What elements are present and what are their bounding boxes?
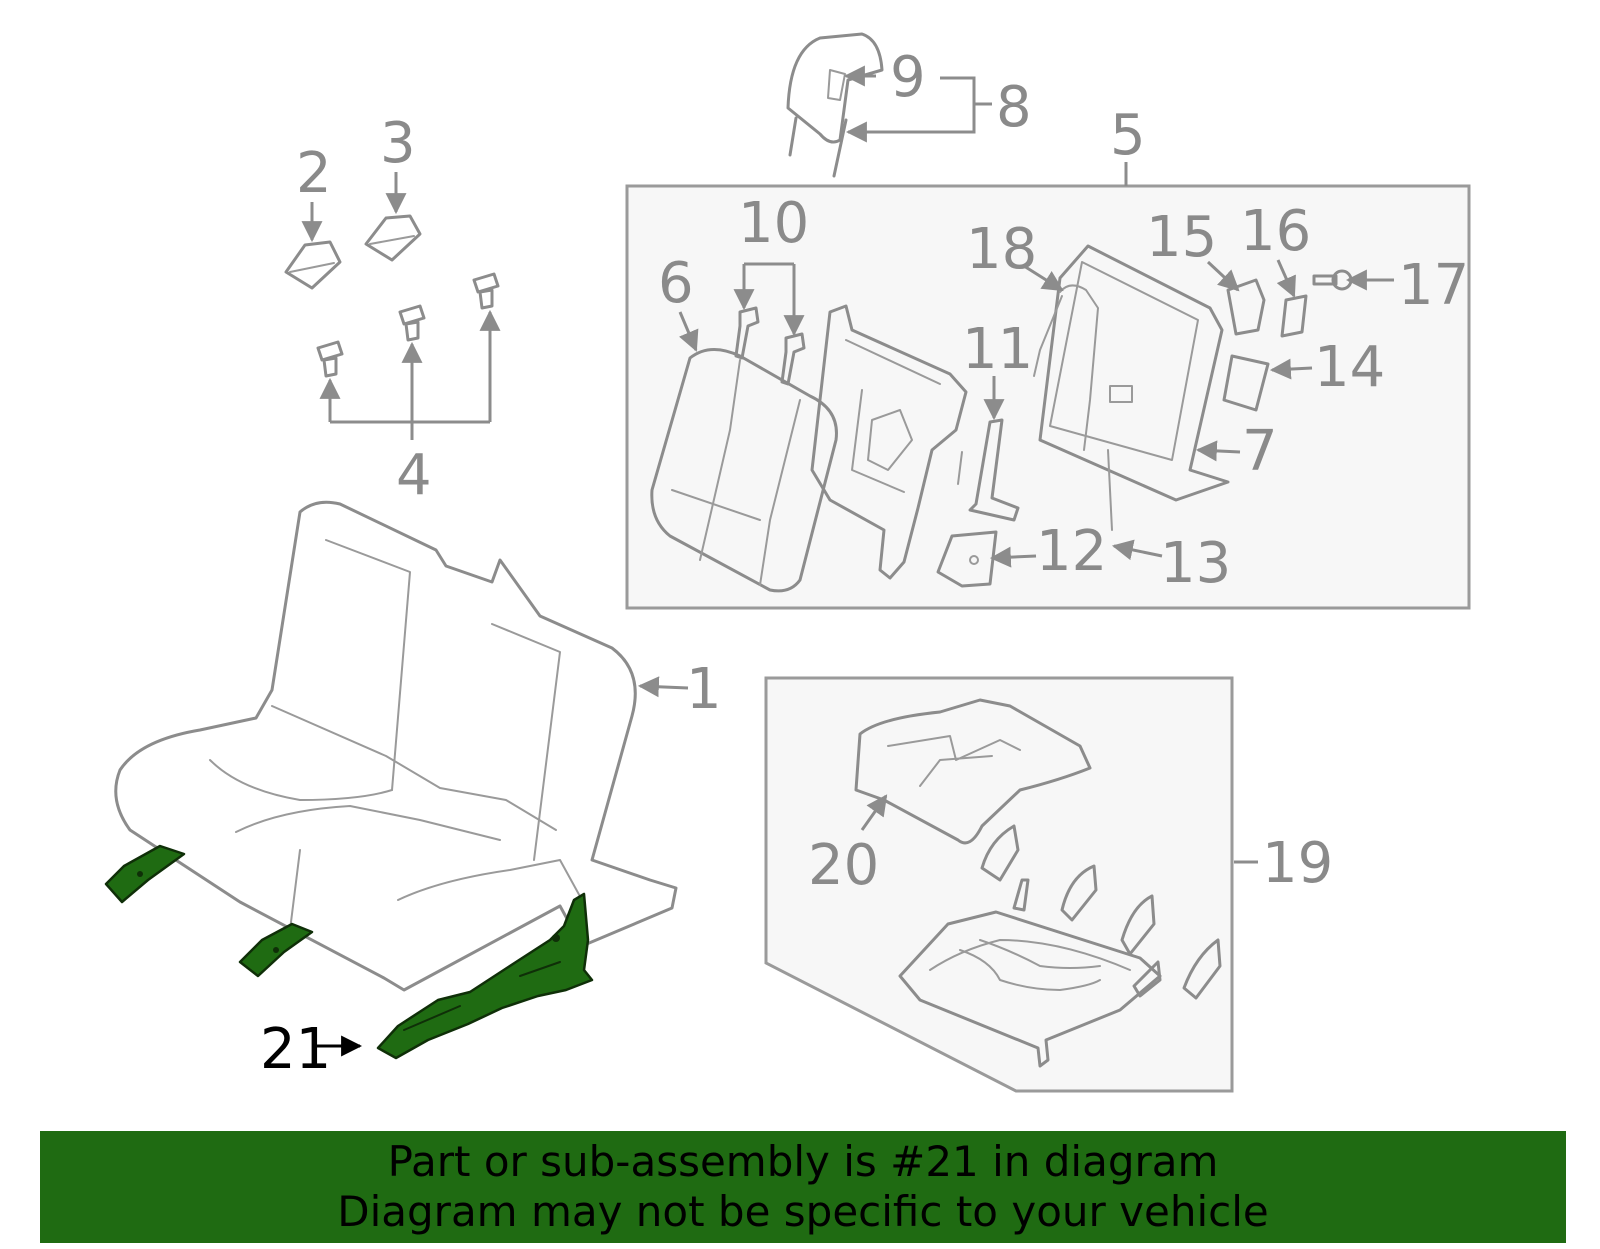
headrest-part xyxy=(786,32,884,178)
callout-16: 16 xyxy=(1240,199,1311,264)
callout-4: 4 xyxy=(396,443,432,508)
guide-part-12 xyxy=(936,530,998,588)
cushion-frame-part xyxy=(898,824,1222,1068)
callout-5: 5 xyxy=(1110,103,1146,168)
callout-3: 3 xyxy=(380,111,416,176)
clip-part-15 xyxy=(1226,278,1266,336)
banner-line-part-number: Part or sub-assembly is #21 in diagram xyxy=(387,1137,1219,1186)
callout-12: 12 xyxy=(1036,519,1107,584)
clip-part-14 xyxy=(1222,354,1270,412)
callout-14: 14 xyxy=(1314,335,1385,400)
highlighted-part-21 xyxy=(104,844,594,1060)
callout-15: 15 xyxy=(1146,205,1217,270)
callout-7: 7 xyxy=(1242,419,1278,484)
callout-11: 11 xyxy=(962,317,1033,382)
callout-10: 10 xyxy=(738,191,809,256)
clip-part-16 xyxy=(1280,294,1308,338)
bracket-part-11 xyxy=(968,418,1020,522)
seatback-frame-part xyxy=(810,304,968,580)
rear-seat-part xyxy=(114,500,678,992)
callout-labels: 1 2 3 4 5 6 7 8 9 10 11 12 13 14 15 16 1… xyxy=(260,45,1469,1082)
cap-part-2 xyxy=(284,240,342,290)
cushion-assembly-panel xyxy=(764,676,1234,1093)
callout-13: 13 xyxy=(1160,531,1231,596)
callout-17: 17 xyxy=(1398,253,1469,318)
bolt-parts-4 xyxy=(316,272,500,378)
leader-lines xyxy=(301,65,1394,1057)
callout-2: 2 xyxy=(296,141,332,206)
callout-18: 18 xyxy=(966,217,1037,282)
info-banner: Part or sub-assembly is #21 in diagram D… xyxy=(40,1131,1566,1243)
callout-9: 9 xyxy=(890,45,926,110)
cap-part-3 xyxy=(364,214,422,262)
callout-20: 20 xyxy=(808,833,879,898)
callout-1: 1 xyxy=(686,657,722,722)
callout-21: 21 xyxy=(260,1017,331,1082)
callout-8: 8 xyxy=(996,75,1032,140)
banner-line-disclaimer: Diagram may not be specific to your vehi… xyxy=(337,1187,1269,1236)
callout-6: 6 xyxy=(658,251,694,316)
cushion-pad-part xyxy=(854,698,1092,845)
seatback-cover-part xyxy=(650,348,838,593)
callout-19: 19 xyxy=(1262,831,1333,896)
